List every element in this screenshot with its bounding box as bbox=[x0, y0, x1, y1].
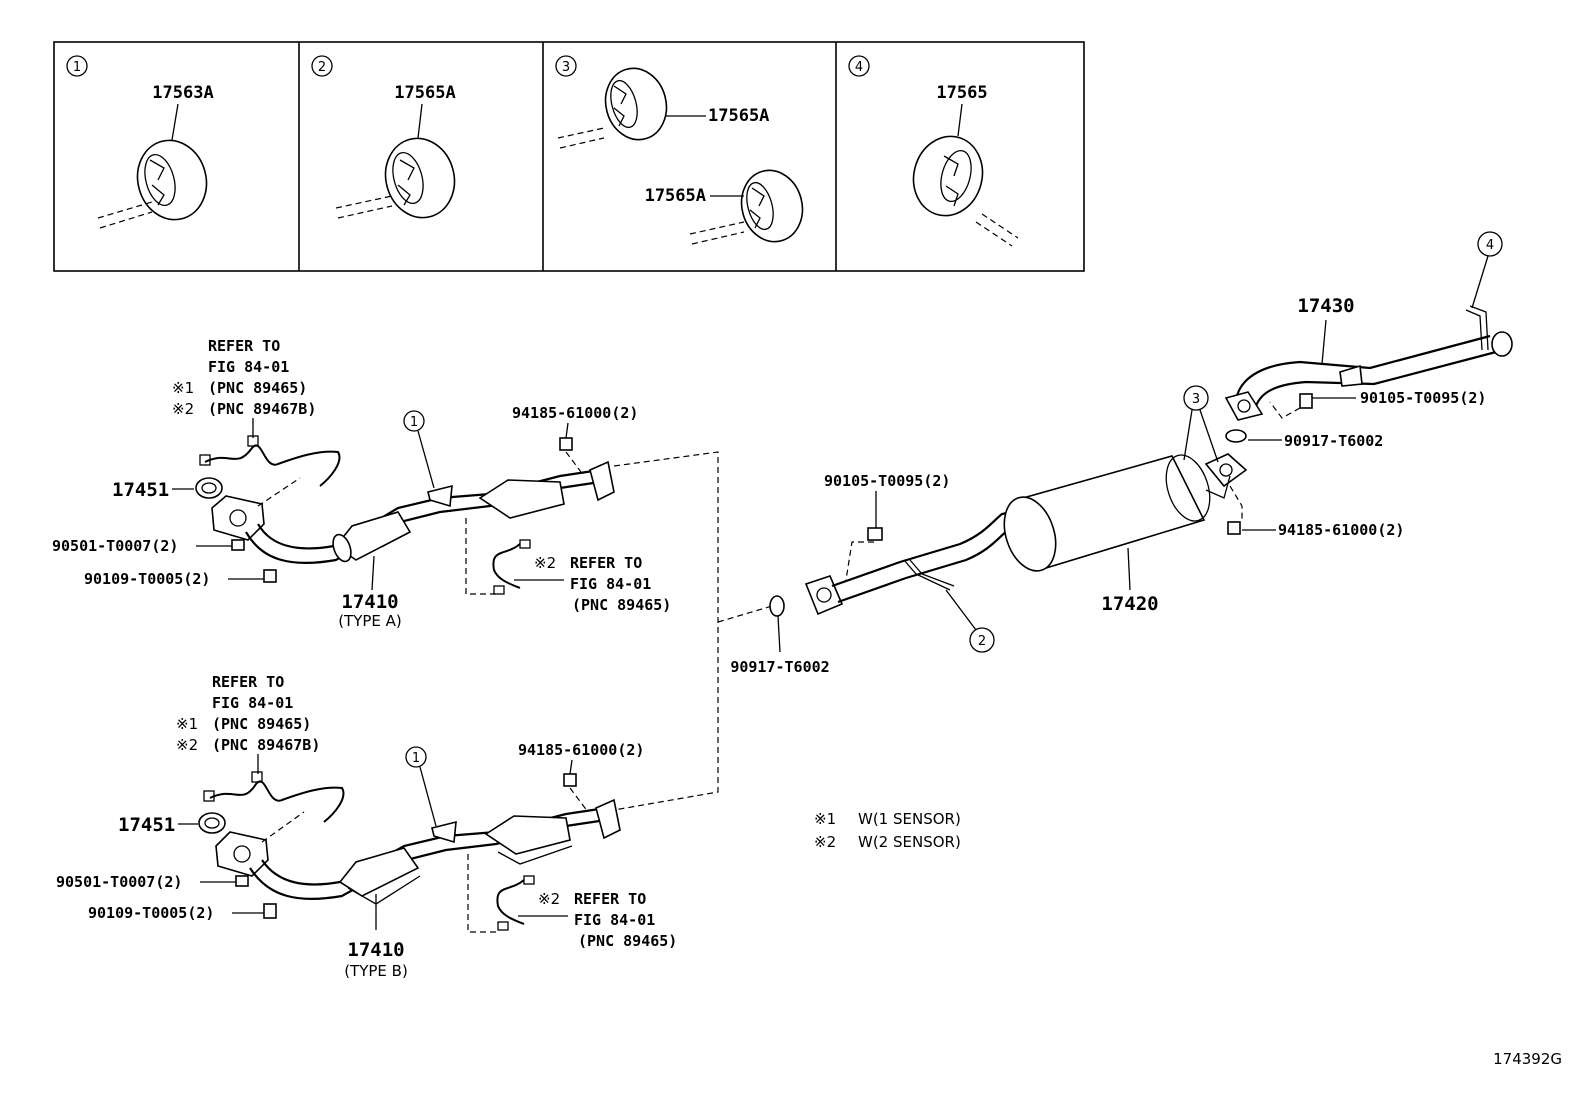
muffler-body bbox=[1003, 454, 1211, 572]
type-a-refer-line1: REFER TO bbox=[208, 337, 280, 355]
hanger-icon bbox=[604, 67, 668, 141]
tail-bolt-label: 90105-T0095(2) bbox=[1360, 389, 1486, 407]
type-b-sensor2-mark: ※2 bbox=[538, 890, 560, 908]
hanger-icon bbox=[136, 139, 208, 221]
panel-2-part-label: 17565A bbox=[394, 83, 455, 103]
hanger-icon bbox=[384, 137, 456, 219]
panel-1: 1 17563A bbox=[66, 55, 214, 229]
front-pipe-body bbox=[249, 818, 607, 900]
front-pipe-type-a: REFER TO FIG 84-01 ※1 (PNC 89465) ※2 (PN… bbox=[52, 337, 671, 630]
gasket-ring bbox=[198, 812, 226, 834]
center-pipe-muffler: 90917-T6002 90105-T0095(2) 2 17420 bbox=[730, 453, 1248, 676]
type-a-refer-pnc1: (PNC 89465) bbox=[208, 379, 307, 397]
type-b-refer-pnc2: (PNC 89467B) bbox=[212, 736, 320, 754]
type-b-refer-line2: FIG 84-01 bbox=[212, 694, 293, 712]
center-bolt-label: 90105-T0095(2) bbox=[824, 472, 950, 490]
hanger-panels: 1 17563A 2 17565A 3 bbox=[53, 41, 1085, 272]
center-gasket-label: 90917-T6002 bbox=[730, 658, 829, 676]
sensor-legend: ※1 W(1 SENSOR) ※2 W(2 SENSOR) bbox=[814, 810, 961, 851]
tail-pipe: 17430 4 3 90105-T0095(2) 90917-T6002 941… bbox=[1183, 231, 1513, 539]
type-a-type-label: (TYPE A) bbox=[338, 612, 402, 630]
type-a-sensor2-mark: ※2 bbox=[534, 554, 556, 572]
hanger-icon bbox=[740, 169, 804, 243]
type-a-sensor2-line2: FIG 84-01 bbox=[570, 575, 651, 593]
tail-callout-4: 4 bbox=[1486, 238, 1494, 253]
type-a-sensor2-line1: REFER TO bbox=[570, 554, 642, 572]
figure-id: 174392G bbox=[1493, 1050, 1562, 1068]
type-b-refer-mark1: ※1 bbox=[176, 715, 198, 733]
panel-3-lower-part-label: 17565A bbox=[645, 186, 706, 206]
legend-mark-2: ※2 bbox=[814, 833, 836, 851]
panel-3-number: 3 bbox=[562, 60, 570, 75]
legend-text-2: W(2 SENSOR) bbox=[858, 833, 961, 851]
type-b-bolt-label: 90109-T0005(2) bbox=[88, 904, 214, 922]
panel-4-part-label: 17565 bbox=[936, 83, 987, 103]
gasket-ring bbox=[1225, 429, 1247, 443]
type-b-refer-line1: REFER TO bbox=[212, 673, 284, 691]
panel-2-number: 2 bbox=[318, 60, 326, 75]
panel-1-number: 1 bbox=[73, 60, 81, 75]
type-a-pipe-label: 17410 bbox=[341, 591, 398, 613]
oxygen-sensor-wire bbox=[209, 780, 345, 823]
type-b-refer-mark2: ※2 bbox=[176, 736, 198, 754]
panel-1-part-label: 17563A bbox=[152, 83, 213, 103]
type-b-nut-label: 94185-61000(2) bbox=[518, 741, 644, 759]
panel-4: 4 17565 bbox=[848, 55, 1019, 247]
type-b-type-label: (TYPE B) bbox=[344, 962, 408, 980]
gasket-ring bbox=[769, 595, 785, 617]
type-b-callout-1: 1 bbox=[412, 751, 420, 766]
type-b-stud-label: 90501-T0007(2) bbox=[56, 873, 182, 891]
gasket-ring bbox=[195, 477, 223, 499]
tail-callout-3: 3 bbox=[1192, 392, 1200, 407]
tail-pipe-label: 17430 bbox=[1297, 295, 1354, 317]
type-a-bolt-label: 90109-T0005(2) bbox=[84, 570, 210, 588]
type-b-sensor2-line1: REFER TO bbox=[574, 890, 646, 908]
front-pipe-body bbox=[245, 480, 601, 564]
front-pipe-type-b: REFER TO FIG 84-01 ※1 (PNC 89465) ※2 (PN… bbox=[56, 673, 677, 980]
type-b-gasket-label: 17451 bbox=[118, 814, 175, 836]
panel-2: 2 17565A bbox=[311, 55, 456, 219]
oxygen-sensor-wire bbox=[204, 444, 341, 487]
tail-nut-label: 94185-61000(2) bbox=[1278, 521, 1404, 539]
type-b-pipe-label: 17410 bbox=[347, 939, 404, 961]
type-a-nut-label: 94185-61000(2) bbox=[512, 404, 638, 422]
legend-mark-1: ※1 bbox=[814, 810, 836, 828]
tail-gasket-label: 90917-T6002 bbox=[1284, 432, 1383, 450]
type-a-refer-line2: FIG 84-01 bbox=[208, 358, 289, 376]
tail-pipe-body bbox=[1234, 334, 1491, 401]
type-b-sensor2-line2: FIG 84-01 bbox=[574, 911, 655, 929]
center-pipe-body bbox=[831, 506, 1031, 588]
type-a-sensor2-pnc: (PNC 89465) bbox=[572, 596, 671, 614]
muffler-label: 17420 bbox=[1101, 593, 1158, 615]
type-b-refer-pnc1: (PNC 89465) bbox=[212, 715, 311, 733]
panel-3-upper-part-label: 17565A bbox=[708, 106, 769, 126]
second-sensor-wire bbox=[492, 543, 521, 589]
second-sensor-wire bbox=[496, 879, 525, 925]
hanger-icon bbox=[912, 135, 984, 217]
type-a-refer-mark2: ※2 bbox=[172, 400, 194, 418]
type-a-refer-mark1: ※1 bbox=[172, 379, 194, 397]
type-a-gasket-label: 17451 bbox=[112, 479, 169, 501]
type-b-sensor2-pnc: (PNC 89465) bbox=[578, 932, 677, 950]
panel-4-number: 4 bbox=[855, 60, 863, 75]
type-a-callout-1: 1 bbox=[410, 415, 418, 430]
legend-text-1: W(1 SENSOR) bbox=[858, 810, 961, 828]
panel-3: 3 17565A 17565A bbox=[555, 55, 804, 245]
type-a-refer-pnc2: (PNC 89467B) bbox=[208, 400, 316, 418]
center-callout-2: 2 bbox=[978, 634, 986, 649]
type-a-stud-label: 90501-T0007(2) bbox=[52, 537, 178, 555]
